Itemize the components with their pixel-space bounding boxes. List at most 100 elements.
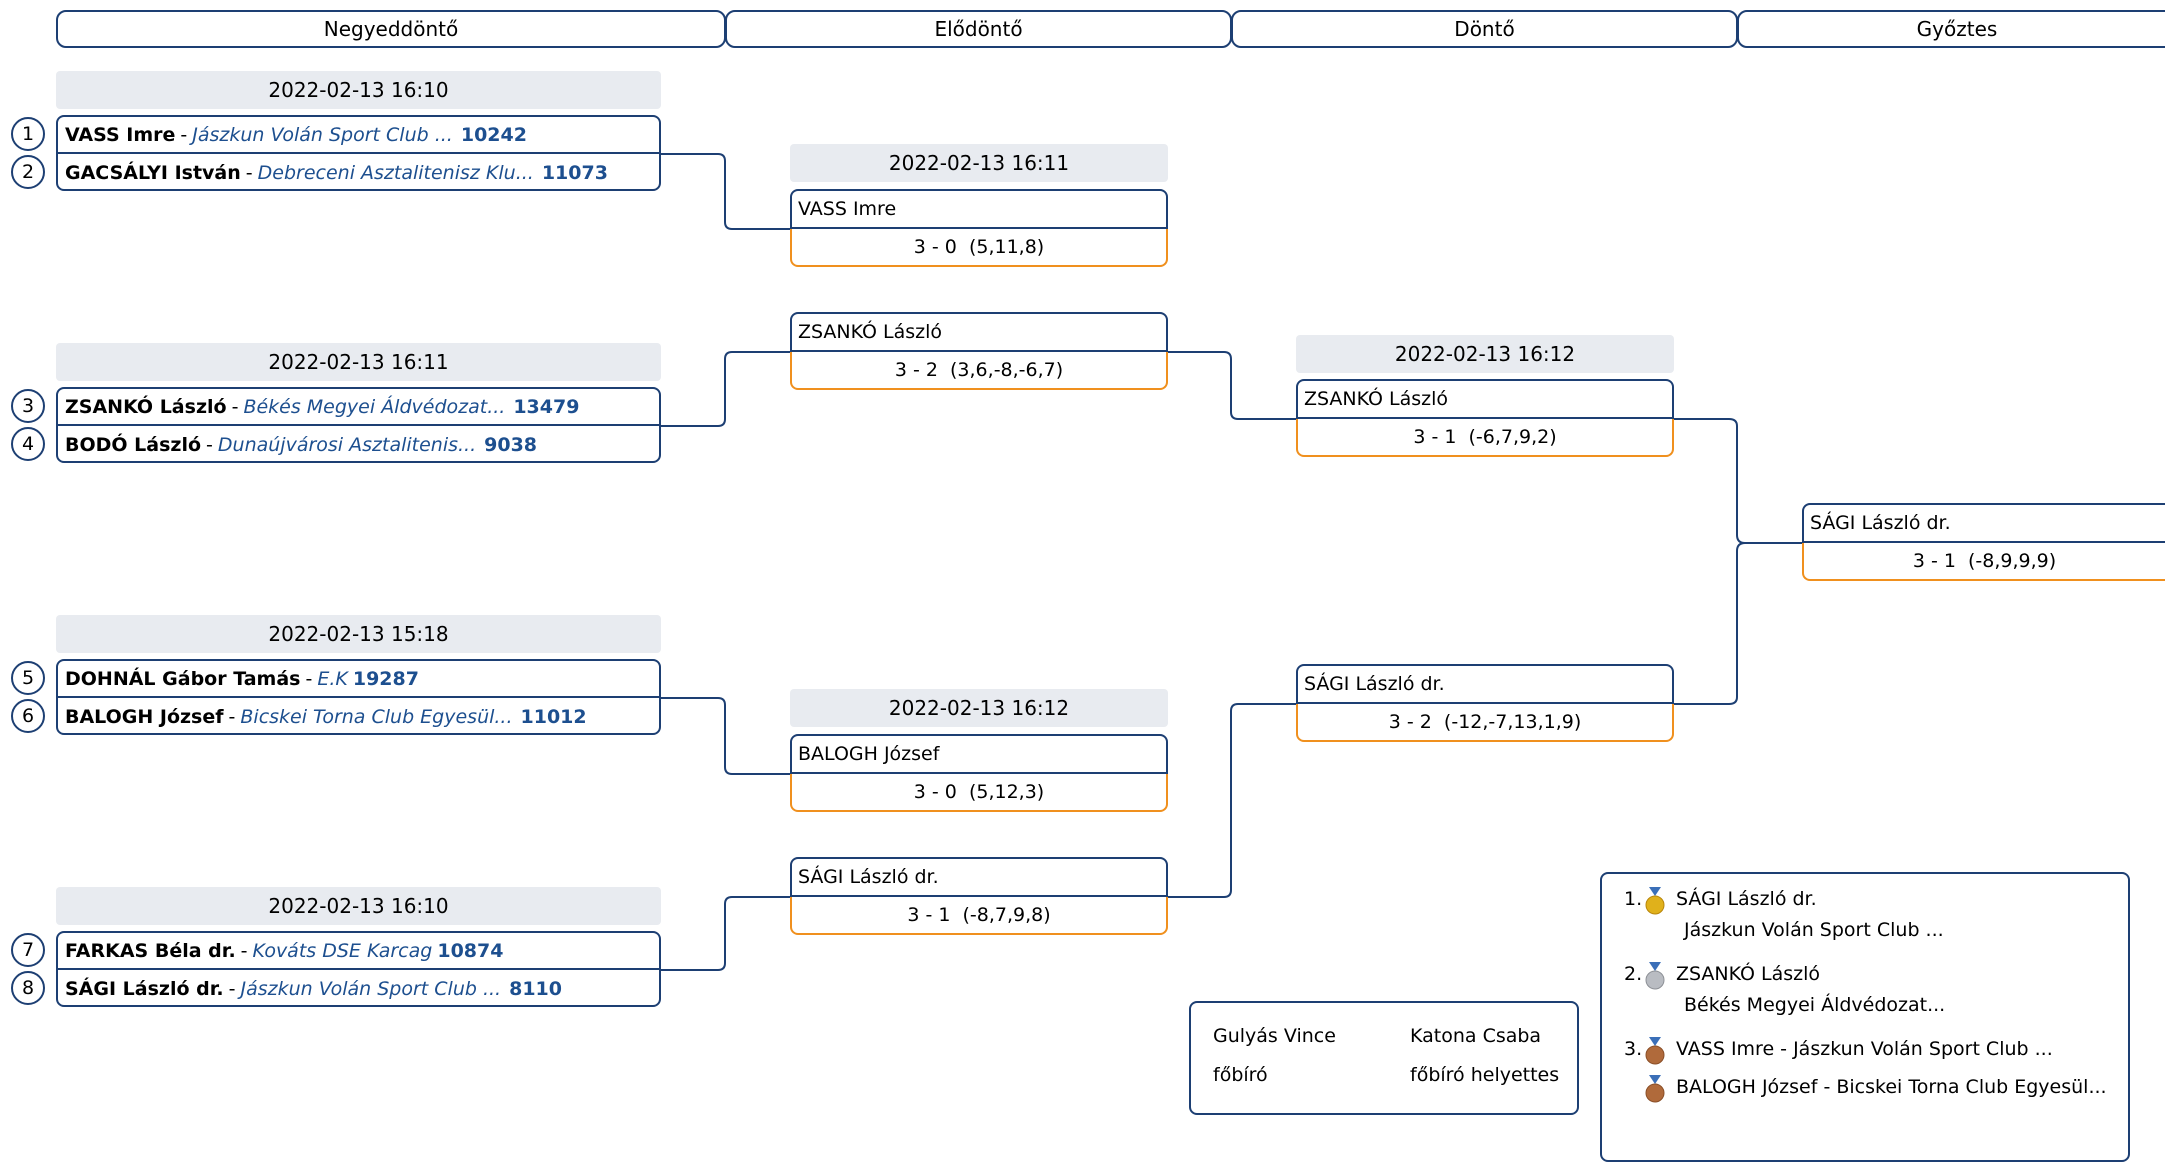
seed-badge: 8: [11, 971, 45, 1005]
place-number: 3.: [1624, 1038, 1643, 1060]
match-card[interactable]: DOHNÁL Gábor Tamás - E.K 19287 BALOGH Jó…: [56, 659, 661, 735]
player-rating: 9038: [484, 433, 538, 456]
player-name: ZSANKÓ László: [65, 395, 227, 418]
official-name: Gulyás Vince: [1213, 1025, 1336, 1047]
gold-medal-icon: [1645, 887, 1665, 915]
connector-qf2-sf2: [661, 351, 790, 427]
separator: -: [240, 939, 248, 962]
connector-qf4-sf4: [661, 896, 790, 971]
seed-badge: 5: [11, 661, 45, 695]
match-date: 2022-02-13 16:11: [790, 144, 1168, 182]
seed-badge: 7: [11, 933, 45, 967]
player-name: GACSÁLYI István: [65, 161, 241, 184]
separator: -: [231, 395, 239, 418]
official-role: főbíró helyettes: [1410, 1064, 1560, 1086]
winner-name[interactable]: ZSANKÓ László: [1296, 379, 1674, 419]
match-date: 2022-02-13 16:12: [790, 689, 1168, 727]
podium-second-club: Békés Megyei Áldvédozat...: [1684, 994, 1946, 1016]
round-header-winner: Győztes: [1737, 10, 2165, 48]
player-club: Békés Megyei Áldvédozat...: [243, 395, 506, 418]
place-number: 2.: [1624, 963, 1643, 985]
match-score: 3 - 2 (3,6,-8,-6,7): [790, 352, 1168, 390]
match-score: 3 - 2 (-12,-7,13,1,9): [1296, 704, 1674, 742]
player-rating: 19287: [352, 667, 419, 690]
match-date: 2022-02-13 16:10: [56, 887, 661, 925]
official-name: Katona Csaba: [1410, 1025, 1542, 1047]
player-rating: 10874: [437, 939, 504, 962]
match-date: 2022-02-13 16:11: [56, 343, 661, 381]
champion-name[interactable]: SÁGI László dr.: [1802, 503, 2165, 543]
player-rating: 13479: [513, 395, 580, 418]
player-name: BALOGH József: [65, 705, 224, 728]
podium-panel: 1. SÁGI László dr. Jászkun Volán Sport C…: [1600, 872, 2130, 1162]
match-card[interactable]: ZSANKÓ László - Békés Megyei Áldvédozat.…: [56, 387, 661, 463]
player-name: BODÓ László: [65, 433, 202, 456]
silver-medal-icon: [1645, 962, 1665, 990]
bronze-medal-icon: [1645, 1037, 1665, 1065]
player-club: Kováts DSE Karcag: [252, 939, 433, 962]
player-name: FARKAS Béla dr.: [65, 939, 236, 962]
player-rating: 11073: [541, 161, 608, 184]
winner-name[interactable]: VASS Imre: [790, 189, 1168, 229]
player-row[interactable]: BALOGH József - Bicskei Torna Club Egyes…: [58, 698, 659, 735]
seed-badge: 2: [11, 155, 45, 189]
podium-first-club: Jászkun Volán Sport Club ...: [1684, 919, 1944, 941]
separator: -: [228, 977, 236, 1000]
match-date: 2022-02-13 16:12: [1296, 335, 1674, 373]
match-score: 3 - 0 (5,11,8): [790, 229, 1168, 267]
podium-first-name: SÁGI László dr.: [1676, 888, 1817, 910]
winner-name[interactable]: SÁGI László dr.: [790, 857, 1168, 897]
podium-third-line: BALOGH József - Bicskei Torna Club Egyes…: [1676, 1076, 2107, 1098]
player-row[interactable]: VASS Imre - Jászkun Volán Sport Club ...…: [58, 117, 659, 154]
match-score: 3 - 1 (-8,7,9,8): [790, 897, 1168, 935]
match-date: 2022-02-13 16:10: [56, 71, 661, 109]
connector-f2-champ: [1674, 542, 1746, 705]
player-rating: 8110: [509, 977, 562, 1000]
podium-second-name: ZSANKÓ László: [1676, 963, 1821, 985]
seed-badge: 3: [11, 389, 45, 423]
winner-name[interactable]: ZSANKÓ László: [790, 312, 1168, 352]
match-card[interactable]: FARKAS Béla dr. - Kováts DSE Karcag 1087…: [56, 931, 661, 1007]
player-rating: 11012: [520, 705, 587, 728]
player-club: Dunaújvárosi Asztalitenis...: [217, 433, 477, 456]
match-card[interactable]: VASS Imre - Jászkun Volán Sport Club ...…: [56, 115, 661, 191]
seed-badge: 1: [11, 117, 45, 151]
winner-name[interactable]: BALOGH József: [790, 734, 1168, 774]
player-club: Debreceni Asztalitenisz Klu...: [257, 161, 534, 184]
separator: -: [206, 433, 213, 456]
player-club: Jászkun Volán Sport Club ...: [192, 123, 453, 146]
separator: -: [228, 705, 236, 728]
podium-third-line: VASS Imre - Jászkun Volán Sport Club ...: [1676, 1038, 2053, 1060]
player-row[interactable]: DOHNÁL Gábor Tamás - E.K 19287: [58, 661, 659, 698]
winner-name[interactable]: SÁGI László dr.: [1296, 664, 1674, 704]
player-row[interactable]: BODÓ László - Dunaújvárosi Asztalitenis.…: [58, 426, 659, 463]
round-header-quarterfinal: Negyeddöntő: [56, 10, 726, 48]
player-name: SÁGI László dr.: [65, 977, 224, 1000]
champion-score: 3 - 1 (-8,9,9,9): [1802, 543, 2165, 581]
officials-panel: Gulyás Vince főbíró Katona Csaba főbíró …: [1189, 1001, 1579, 1115]
player-club: E.K: [317, 667, 348, 690]
player-row[interactable]: GACSÁLYI István - Debreceni Asztalitenis…: [58, 154, 659, 191]
seed-badge: 6: [11, 699, 45, 733]
match-date: 2022-02-13 15:18: [56, 615, 661, 653]
match-score: 3 - 1 (-6,7,9,2): [1296, 419, 1674, 457]
connector-qf3-sf3: [661, 697, 790, 775]
connector-f1-champ: [1674, 418, 1802, 544]
seed-badge: 4: [11, 427, 45, 461]
round-header-semifinal: Elődöntő: [725, 10, 1232, 48]
official-role: főbíró: [1213, 1064, 1268, 1086]
bronze-medal-icon: [1645, 1075, 1665, 1103]
separator: -: [305, 667, 313, 690]
connector-sf2-f1: [1168, 351, 1296, 420]
player-row[interactable]: SÁGI László dr. - Jászkun Volán Sport Cl…: [58, 970, 659, 1007]
player-rating: 10242: [460, 123, 527, 146]
player-name: DOHNÁL Gábor Tamás: [65, 667, 301, 690]
player-club: Jászkun Volán Sport Club ...: [240, 977, 502, 1000]
player-row[interactable]: FARKAS Béla dr. - Kováts DSE Karcag 1087…: [58, 933, 659, 970]
player-row[interactable]: ZSANKÓ László - Békés Megyei Áldvédozat.…: [58, 389, 659, 426]
separator: -: [245, 161, 253, 184]
place-number: 1.: [1624, 888, 1643, 910]
player-club: Bicskei Torna Club Egyesül...: [240, 705, 513, 728]
separator: -: [180, 123, 188, 146]
